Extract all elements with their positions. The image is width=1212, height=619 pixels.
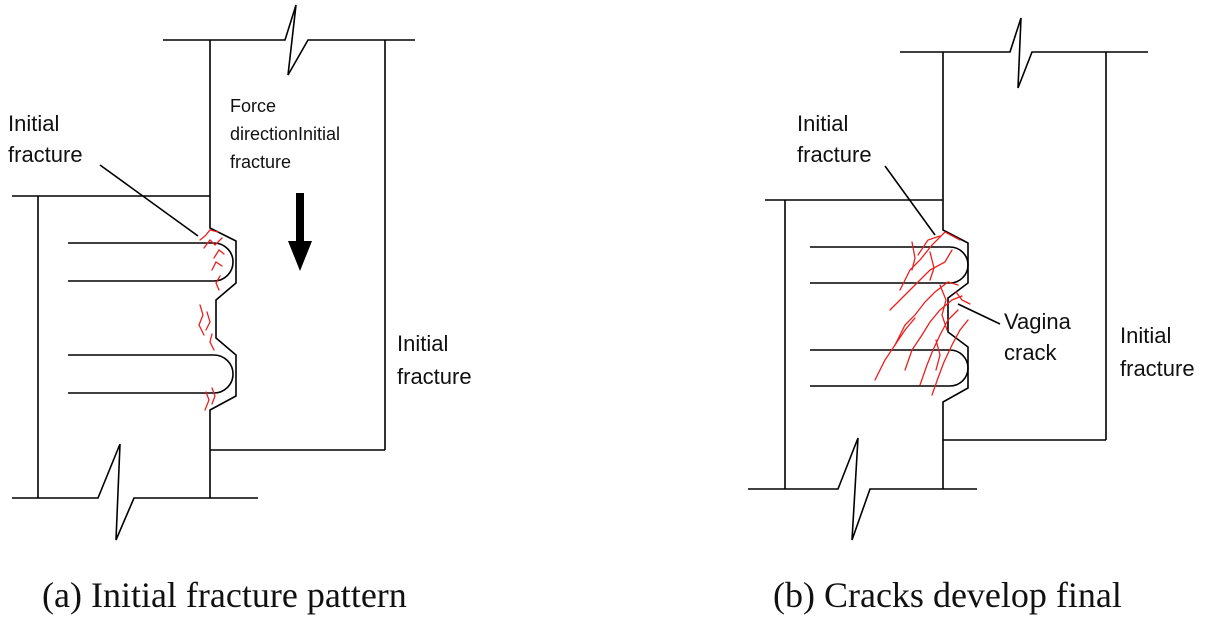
panel-a-rebar-loop-lower: [68, 354, 234, 394]
panel-b-label-initial-fracture-top: Initial fracture: [797, 111, 872, 167]
panel-a: Initial fracture Force directionInitial …: [8, 4, 472, 615]
panel-b-cracks: [874, 231, 971, 396]
panel-a-lower-member-bottom-edge: [12, 443, 258, 541]
panel-a-force-arrow: [288, 193, 312, 271]
panel-b-label-initial-fracture-right-line-2: fracture: [1120, 356, 1195, 381]
panel-b-rebar-loop-lower: [810, 349, 969, 387]
panel-b-caption: (b) Cracks develop final: [773, 575, 1122, 615]
panel-b-label-initial-fracture-top-line-2: fracture: [797, 142, 872, 167]
panel-b-upper-member-top-edge: [900, 17, 1148, 89]
panel-a-label-initial-fracture-left-line-2: fracture: [8, 142, 83, 167]
panel-a-leader-line: [99, 164, 199, 237]
panel-a-label-initial-fracture-right: Initial fracture: [397, 331, 472, 389]
panel-a-caption: (a) Initial fracture pattern: [42, 575, 407, 615]
panel-b-label-vagina-crack: Vagina crack: [1004, 309, 1077, 365]
panel-a-label-force-line-3: fracture: [230, 152, 291, 172]
panel-b-label-vagina-crack-line-1: Vagina: [1004, 309, 1072, 334]
panel-b-leader-line-top: [884, 165, 936, 236]
panel-a-label-initial-fracture-left-line-1: Initial: [8, 111, 59, 136]
panel-a-joint-interface: [209, 40, 237, 498]
panel-b-label-initial-fracture-right: Initial fracture: [1120, 323, 1195, 381]
panel-b: Initial fracture Vagina crack Initial fr…: [748, 17, 1195, 615]
panel-a-label-initial-fracture-left: Initial fracture: [8, 111, 83, 167]
panel-a-label-initial-fracture-right-line-2: fracture: [397, 364, 472, 389]
panel-a-rebar-loop-upper: [68, 242, 234, 282]
panel-b-label-initial-fracture-top-line-1: Initial: [797, 111, 848, 136]
panel-b-lower-member-bottom-edge: [748, 437, 977, 541]
panel-b-joint-interface: [942, 52, 969, 489]
panel-b-rebar-loop-upper: [810, 246, 969, 284]
panel-a-label-force-line-1: Force: [230, 96, 276, 116]
panel-a-label-force-direction: Force directionInitial fracture: [230, 96, 345, 172]
panel-a-label-force-line-2: directionInitial: [230, 124, 340, 144]
panel-a-upper-member-top-edge: [163, 4, 415, 76]
panel-a-label-initial-fracture-right-line-1: Initial: [397, 331, 448, 356]
panel-a-cracks: [198, 229, 225, 411]
panel-b-label-vagina-crack-line-2: crack: [1004, 340, 1058, 365]
panel-b-label-initial-fracture-right-line-1: Initial: [1120, 323, 1171, 348]
panel-b-leader-line-vagina: [957, 303, 1001, 325]
